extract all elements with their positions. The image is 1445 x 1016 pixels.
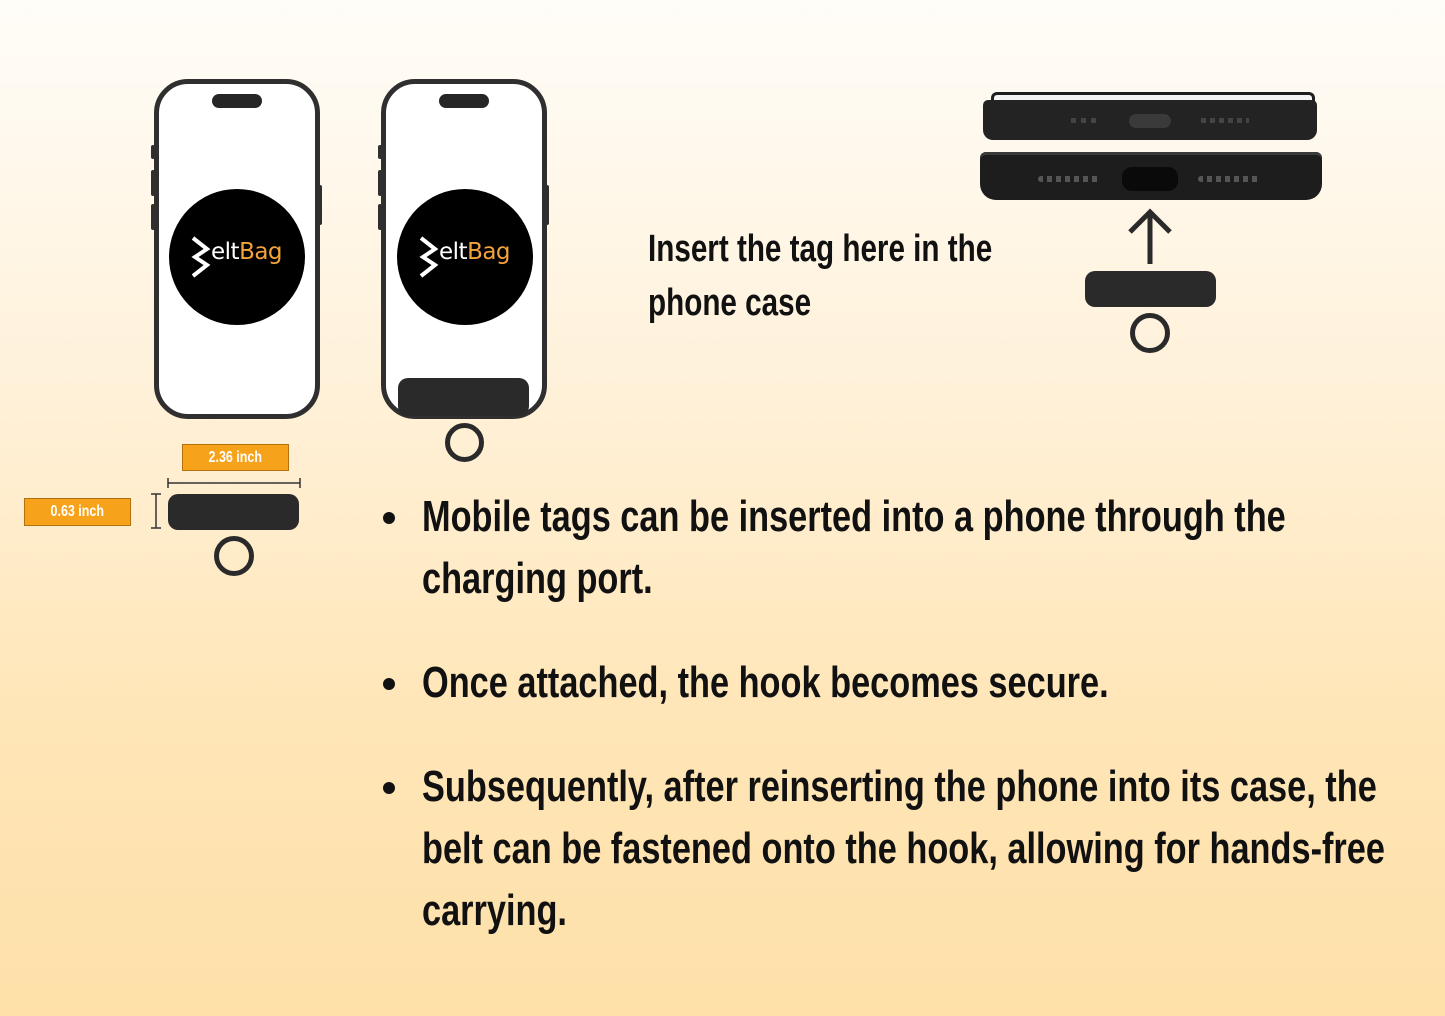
mobile-tag-icon [398, 378, 529, 416]
phone-side-button [151, 145, 155, 159]
list-item-text: belt can be fastened onto the hook, allo… [422, 824, 1385, 873]
caption-line: phone case [648, 282, 812, 324]
list-item: Mobile tags can be inserted into a phone… [383, 486, 1423, 610]
width-dimension-label: 2.36 inch [182, 444, 289, 471]
phone-side-button [378, 145, 382, 159]
phone-screen-edge [991, 92, 1315, 103]
list-item-text: Subsequently, after reinserting the phon… [422, 762, 1377, 811]
beltbag-logo: eltBag [169, 189, 305, 325]
height-dimension-label: 0.63 inch [24, 498, 131, 526]
speaker-dots-icon [1071, 118, 1099, 123]
phone-notch [212, 94, 262, 108]
phone-side-button [318, 185, 322, 225]
speaker-dots-icon [1201, 118, 1249, 123]
phone-bottom-edge-illustration [983, 92, 1317, 140]
instructions-list: Mobile tags can be inserted into a phone… [383, 486, 1423, 942]
charging-port-icon [1129, 114, 1171, 128]
logo-b-icon [419, 236, 439, 278]
caption-line: Insert the tag here in the [648, 228, 993, 270]
phone-side-button [151, 170, 155, 196]
bullet-dot-icon [383, 782, 395, 794]
phone-side-button [378, 170, 382, 196]
bullet-dot-icon [383, 512, 395, 524]
beltbag-logo: eltBag [397, 189, 533, 325]
mobile-tag-icon [1085, 271, 1216, 307]
insert-tag-caption: Insert the tag here in the phone case [648, 222, 1089, 330]
list-item-text: Mobile tags can be inserted into a phone… [422, 492, 1286, 541]
list-item-text: Once attached, the hook becomes secure. [422, 658, 1109, 707]
list-item-text: charging port. [422, 554, 653, 603]
list-item-text: carrying. [422, 886, 567, 935]
width-dimension-line-icon [167, 478, 301, 488]
phone-front-illustration: eltBag [154, 79, 320, 419]
phone-side-button [545, 185, 549, 225]
height-dimension-line-icon [151, 493, 161, 529]
phone-side-button [151, 204, 155, 230]
phone-case-bottom-illustration [980, 152, 1322, 200]
ring-icon [214, 536, 254, 576]
case-port-opening-icon [1122, 167, 1178, 191]
list-item: Once attached, the hook becomes secure. [383, 652, 1423, 714]
bullet-dot-icon [383, 678, 395, 690]
case-hole-dots-icon [1038, 176, 1100, 182]
logo-b-icon [191, 236, 211, 278]
arrow-up-icon [1128, 208, 1172, 264]
case-hole-dots-icon [1198, 176, 1260, 182]
ring-icon [1130, 313, 1170, 353]
phone-notch [439, 94, 489, 108]
logo-text: eltBag [439, 239, 511, 265]
logo-text: eltBag [211, 239, 283, 265]
phone-side-button [378, 204, 382, 230]
ring-icon [445, 423, 484, 462]
list-item: Subsequently, after reinserting the phon… [383, 756, 1423, 942]
mobile-tag-icon [168, 494, 299, 530]
phone-with-tag-illustration: eltBag [381, 79, 547, 419]
